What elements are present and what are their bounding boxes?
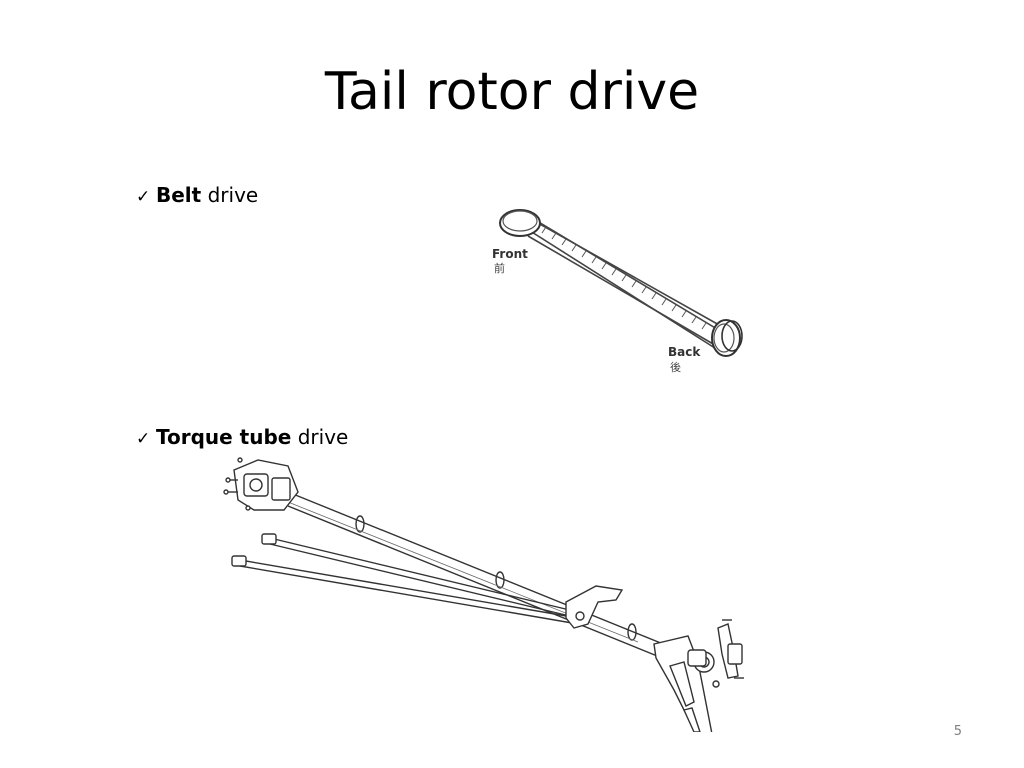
front-label-cn: 前 xyxy=(494,261,505,275)
check-icon: ✓ xyxy=(136,429,151,449)
tail-boom-tube xyxy=(287,491,679,663)
back-pulley xyxy=(711,319,743,357)
torque-tube-drive-illustration xyxy=(218,452,754,732)
bullet-text: drive xyxy=(291,425,349,449)
slide-title: Tail rotor drive xyxy=(324,62,700,122)
belt-hatching xyxy=(531,221,707,330)
back-label: Back xyxy=(668,345,701,359)
boom-clamp xyxy=(565,585,624,629)
back-label-cn: 後 xyxy=(670,360,681,374)
front-label: Front xyxy=(492,247,528,261)
bullet-belt-drive: ✓Belt drive xyxy=(136,183,258,207)
belt-drive-illustration: Front 前 Back 後 xyxy=(488,200,748,378)
page-number: 5 xyxy=(953,724,962,739)
check-icon: ✓ xyxy=(136,187,151,207)
bullet-torque-tube-drive: ✓Torque tube drive xyxy=(136,425,348,449)
support-struts xyxy=(231,533,579,625)
bullet-text: drive xyxy=(201,183,259,207)
bullet-bold-text: Torque tube xyxy=(156,425,292,449)
front-gearbox xyxy=(223,457,299,511)
tail-rotor-gearbox xyxy=(687,619,744,688)
bullet-bold-text: Belt xyxy=(156,183,202,207)
front-pulley xyxy=(499,209,541,237)
